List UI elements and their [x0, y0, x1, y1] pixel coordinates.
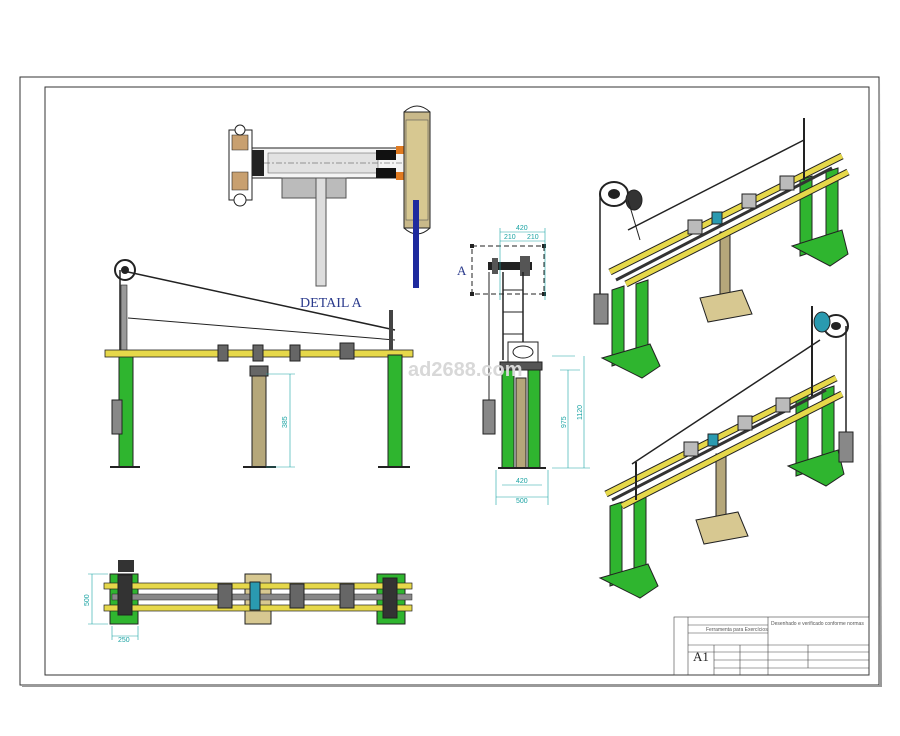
title-block-title: Ferramenta para Exercícios: [706, 627, 768, 633]
side-elevation-view: [104, 259, 414, 468]
title-block: [673, 616, 870, 676]
dim-end-top-right: 210: [527, 234, 539, 241]
isometric-view-bottom: [598, 306, 854, 599]
title-block-notes: Desenhado e verificado conforme normas: [771, 621, 864, 627]
dim-end-bottom-outer: 500: [516, 498, 528, 505]
end-elevation-view: [470, 228, 590, 505]
dim-end-bottom-inner: 420: [516, 478, 528, 485]
isometric-view-top: [593, 118, 850, 379]
dim-end-top-left: 210: [504, 234, 516, 241]
sheet-size: A1: [693, 649, 709, 664]
dim-end-top-total: 420: [516, 225, 528, 232]
dim-plan-post: 250: [118, 637, 130, 644]
dim-end-height-outer: 1120: [577, 405, 584, 420]
dim-side-height: 385: [282, 416, 289, 428]
plan-view: [88, 560, 413, 640]
watermark: ad2688.com: [408, 359, 523, 381]
dim-end-height-inner: 975: [561, 416, 568, 428]
detail-a-title: DETAIL A: [300, 296, 363, 311]
inner-border: [44, 86, 870, 676]
detail-a-view: [228, 105, 431, 288]
dim-plan-width: 500: [84, 594, 91, 606]
section-marker-a: A: [457, 263, 467, 278]
